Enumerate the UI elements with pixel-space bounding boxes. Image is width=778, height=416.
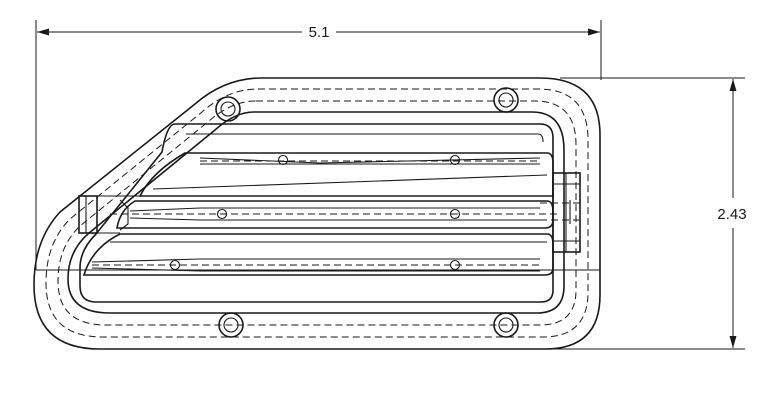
flange-dashed-outer <box>45 88 589 338</box>
inner-frame <box>79 123 554 303</box>
vane-channel-bottom <box>82 233 554 276</box>
flange-dashed-inner <box>57 100 577 326</box>
vane-channel-top <box>138 152 554 197</box>
vane-channel-middle <box>110 200 560 229</box>
width-label: 5.1 <box>309 24 330 41</box>
height-label: 2.43 <box>717 206 746 223</box>
right-tab <box>540 172 581 253</box>
inner-frame-step <box>186 133 544 143</box>
left-bracket <box>78 195 143 234</box>
mounting-hole-top-right <box>493 87 519 113</box>
height-dimension: 2.43 <box>548 77 747 350</box>
flange-inner-wall <box>67 111 565 314</box>
width-dimension: 5.1 <box>35 20 602 270</box>
mounting-hole-bottom-left <box>218 312 244 338</box>
mounting-hole-bottom-right <box>493 312 519 338</box>
outer-flange-outline <box>33 77 601 350</box>
mounting-hole-top-left <box>215 96 241 122</box>
